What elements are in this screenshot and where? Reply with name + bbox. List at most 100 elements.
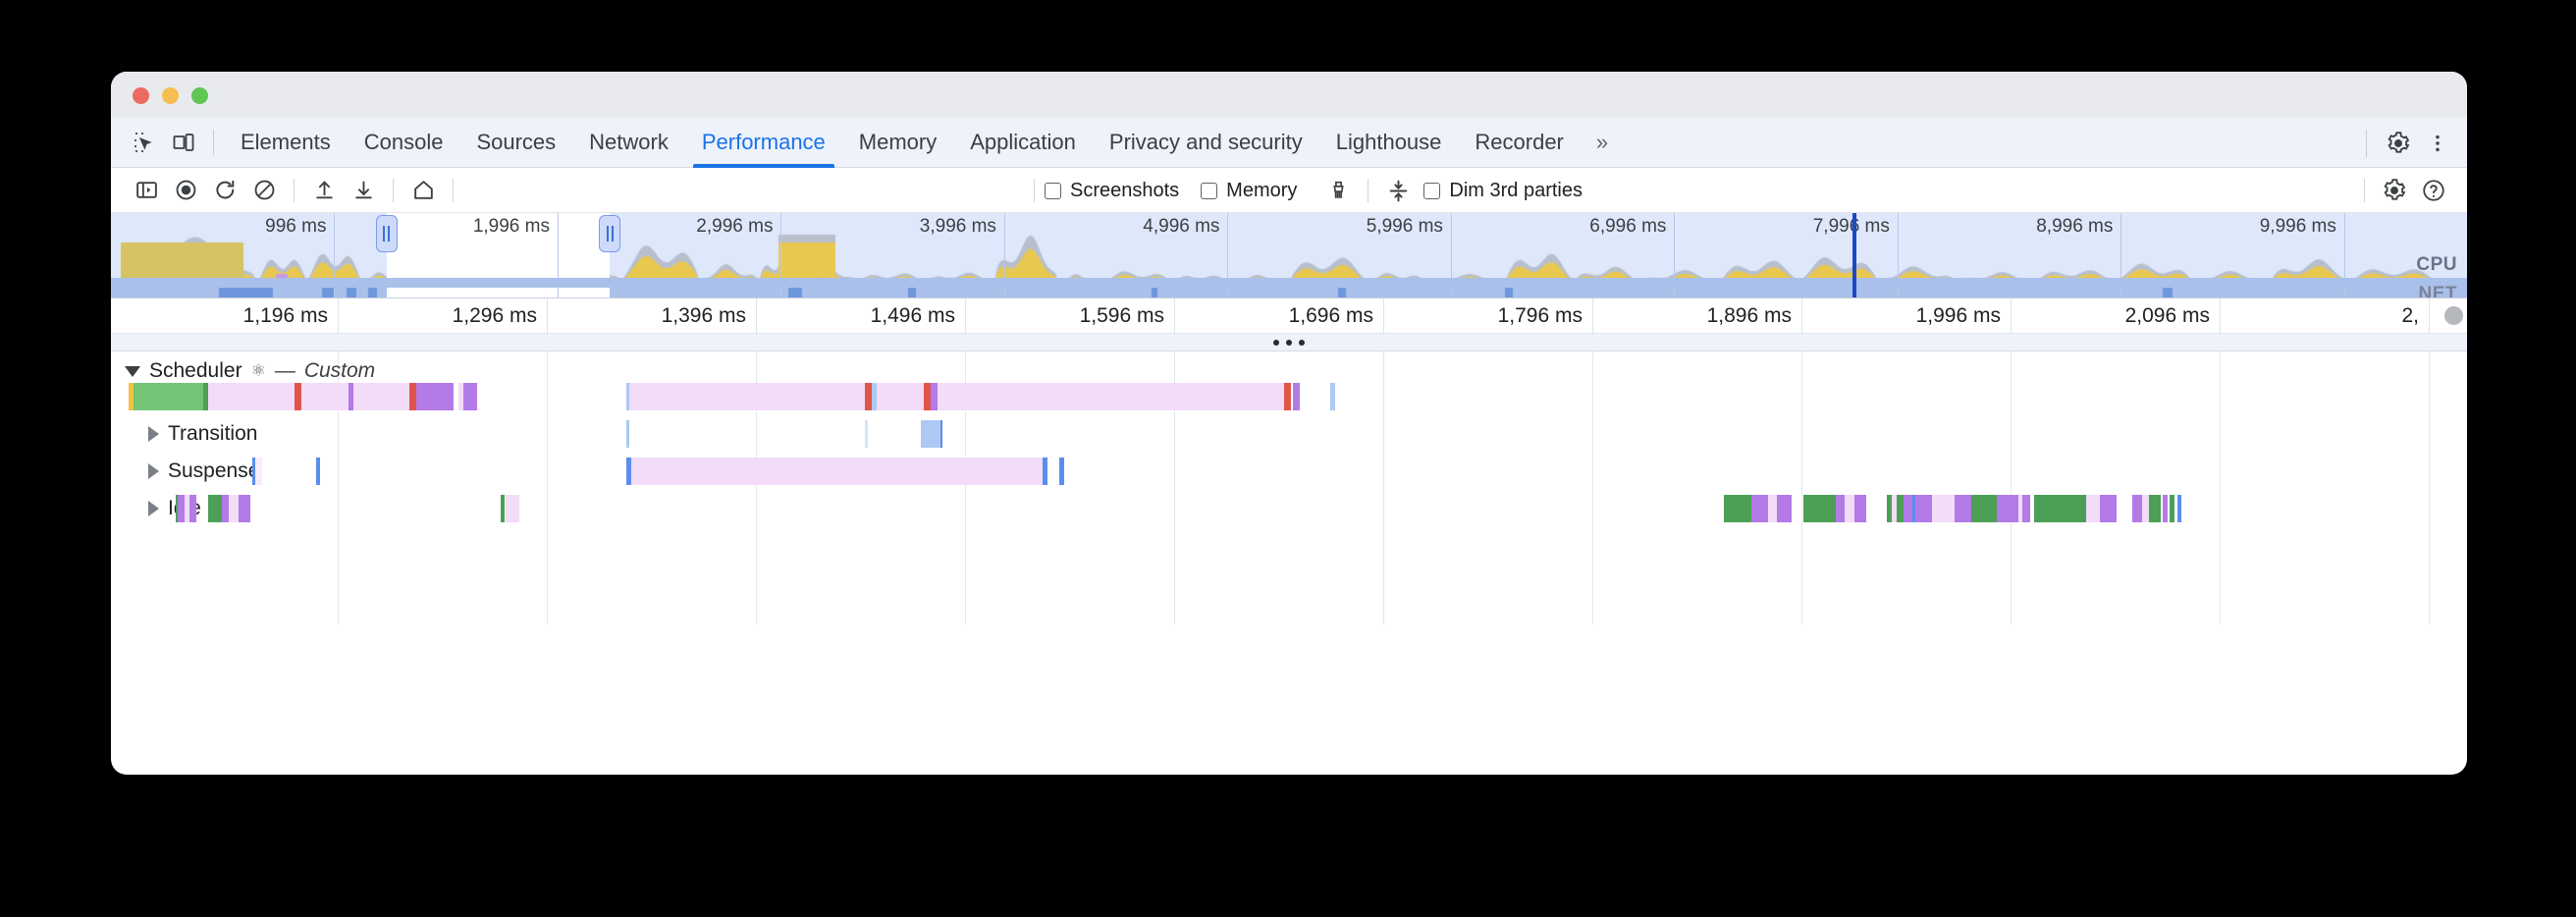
home-icon[interactable] bbox=[403, 173, 443, 208]
flame-bar-suspense[interactable] bbox=[254, 458, 262, 485]
flame-bar-idle[interactable] bbox=[1892, 495, 1897, 522]
flame-bar-idle[interactable] bbox=[1971, 495, 1998, 522]
flame-bar-blocking[interactable] bbox=[415, 383, 424, 410]
flame-bar-idle[interactable] bbox=[1835, 495, 1846, 522]
flame-bar-idle[interactable] bbox=[207, 495, 223, 522]
tab-privacy-and-security[interactable]: Privacy and security bbox=[1108, 130, 1303, 154]
flame-bar-idle[interactable] bbox=[175, 495, 178, 522]
tab-recorder[interactable]: Recorder bbox=[1475, 130, 1564, 154]
flame-bar-idle[interactable] bbox=[222, 495, 230, 522]
dim-3rd-parties-checkbox[interactable]: Dim 3rd parties bbox=[1423, 180, 1583, 202]
flame-bar-blocking[interactable] bbox=[203, 383, 208, 410]
flame-bar-idle[interactable] bbox=[178, 495, 186, 522]
inspect-element-icon[interactable] bbox=[125, 123, 164, 162]
flame-bar-idle[interactable] bbox=[1723, 495, 1752, 522]
capture-settings-gear-icon[interactable] bbox=[2375, 173, 2414, 208]
flame-bar-blocking[interactable] bbox=[923, 383, 932, 410]
flame-bar-idle[interactable] bbox=[2170, 495, 2175, 522]
flame-bar-suspense[interactable] bbox=[1043, 458, 1048, 485]
flame-bar-blocking[interactable] bbox=[1330, 383, 1336, 410]
more-tabs-button[interactable]: » bbox=[1595, 130, 1609, 154]
tab-elements[interactable]: Elements bbox=[241, 130, 331, 154]
flame-bar-idle[interactable] bbox=[2100, 495, 2117, 522]
import-icon[interactable] bbox=[304, 173, 344, 208]
flame-chart-tracks[interactable]: Scheduler ⚛ — Custom Blocking Transition… bbox=[111, 351, 2467, 680]
tab-lighthouse[interactable]: Lighthouse bbox=[1335, 130, 1442, 154]
flame-bar-idle[interactable] bbox=[1997, 495, 2018, 522]
flame-bar-idle[interactable] bbox=[1914, 495, 1932, 522]
tab-application[interactable]: Application bbox=[970, 130, 1076, 154]
overview-window-right-handle[interactable] bbox=[599, 215, 621, 252]
flame-bar-idle[interactable] bbox=[2017, 495, 2023, 522]
chevron-right-icon[interactable] bbox=[148, 463, 159, 479]
screenshots-checkbox-box[interactable] bbox=[1045, 182, 1061, 199]
flame-bar-idle[interactable] bbox=[1887, 495, 1892, 522]
tab-memory[interactable]: Memory bbox=[858, 130, 938, 154]
overview-window-left-handle[interactable] bbox=[375, 215, 398, 252]
flame-bar-idle[interactable] bbox=[500, 495, 506, 522]
tab-sources[interactable]: Sources bbox=[476, 130, 557, 154]
flame-bar-blocking[interactable] bbox=[1283, 383, 1291, 410]
window-zoom-button[interactable] bbox=[191, 87, 208, 104]
dim-3rd-parties-checkbox-box[interactable] bbox=[1423, 182, 1441, 199]
flame-bar-idle[interactable] bbox=[505, 495, 519, 522]
flame-bar-idle[interactable] bbox=[2022, 495, 2030, 522]
flame-bar-idle[interactable] bbox=[1896, 495, 1904, 522]
flame-bar-blocking[interactable] bbox=[408, 383, 416, 410]
screenshots-checkbox[interactable]: Screenshots bbox=[1045, 180, 1179, 202]
flame-bar-idle[interactable] bbox=[229, 495, 239, 522]
flame-bar-suspense[interactable] bbox=[626, 458, 632, 485]
flame-bar-blocking[interactable] bbox=[462, 383, 477, 410]
sidebar-toggle-icon[interactable] bbox=[127, 173, 166, 208]
flame-bar-blocking[interactable] bbox=[877, 383, 924, 410]
flame-bar-blocking[interactable] bbox=[133, 383, 204, 410]
cpu-throttle-icon[interactable] bbox=[1378, 173, 1418, 208]
flame-bar-idle[interactable] bbox=[2132, 495, 2142, 522]
flame-bar-idle[interactable] bbox=[1767, 495, 1778, 522]
flame-bar-blocking[interactable] bbox=[865, 383, 873, 410]
flame-bar-transition[interactable] bbox=[921, 420, 940, 448]
flame-bar-idle[interactable] bbox=[1751, 495, 1768, 522]
flame-bar-transition[interactable] bbox=[939, 420, 942, 448]
flame-bar-blocking[interactable] bbox=[423, 383, 455, 410]
record-icon[interactable] bbox=[166, 173, 205, 208]
flame-bar-idle[interactable] bbox=[2141, 495, 2150, 522]
flame-bar-idle[interactable] bbox=[2034, 495, 2086, 522]
device-toolbar-icon[interactable] bbox=[164, 123, 203, 162]
gear-icon[interactable] bbox=[2379, 124, 2418, 163]
flame-bar-idle[interactable] bbox=[2149, 495, 2161, 522]
chevron-right-icon[interactable] bbox=[148, 426, 159, 442]
chevron-down-icon[interactable] bbox=[125, 365, 140, 377]
flame-bar-suspense[interactable] bbox=[631, 458, 1044, 485]
flame-bar-blocking[interactable] bbox=[931, 383, 939, 410]
flame-bar-idle[interactable] bbox=[188, 495, 197, 522]
export-icon[interactable] bbox=[344, 173, 383, 208]
pane-resize-handle[interactable] bbox=[111, 334, 2467, 351]
flame-bar-idle[interactable] bbox=[2176, 495, 2182, 522]
help-icon[interactable] bbox=[2414, 173, 2453, 208]
kebab-menu-icon[interactable] bbox=[2418, 124, 2457, 163]
flame-bar-idle[interactable] bbox=[1777, 495, 1792, 522]
flame-bar-idle[interactable] bbox=[1912, 495, 1915, 522]
track-row-suspense[interactable]: Suspense bbox=[148, 459, 259, 483]
track-row-transition[interactable]: Transition bbox=[148, 422, 257, 446]
track-group-scheduler[interactable]: Scheduler ⚛ — Custom bbox=[125, 359, 375, 383]
flame-bar-blocking[interactable] bbox=[352, 383, 409, 410]
chevron-right-icon[interactable] bbox=[148, 501, 159, 516]
memory-checkbox[interactable]: Memory bbox=[1201, 180, 1297, 202]
memory-checkbox-box[interactable] bbox=[1201, 182, 1218, 199]
flame-bar-transition[interactable] bbox=[865, 420, 868, 448]
flame-bar-suspense[interactable] bbox=[252, 458, 255, 485]
reload-and-record-icon[interactable] bbox=[205, 173, 244, 208]
window-close-button[interactable] bbox=[133, 87, 149, 104]
flame-bar-idle[interactable] bbox=[238, 495, 250, 522]
vertical-scrollbar-thumb[interactable] bbox=[2444, 306, 2463, 325]
flame-bar-idle[interactable] bbox=[1931, 495, 1956, 522]
flame-bar-transition[interactable] bbox=[626, 420, 629, 448]
flame-bar-idle[interactable] bbox=[1802, 495, 1836, 522]
flame-bar-blocking[interactable] bbox=[626, 383, 629, 410]
flame-bar-blocking[interactable] bbox=[295, 383, 302, 410]
window-minimize-button[interactable] bbox=[162, 87, 179, 104]
